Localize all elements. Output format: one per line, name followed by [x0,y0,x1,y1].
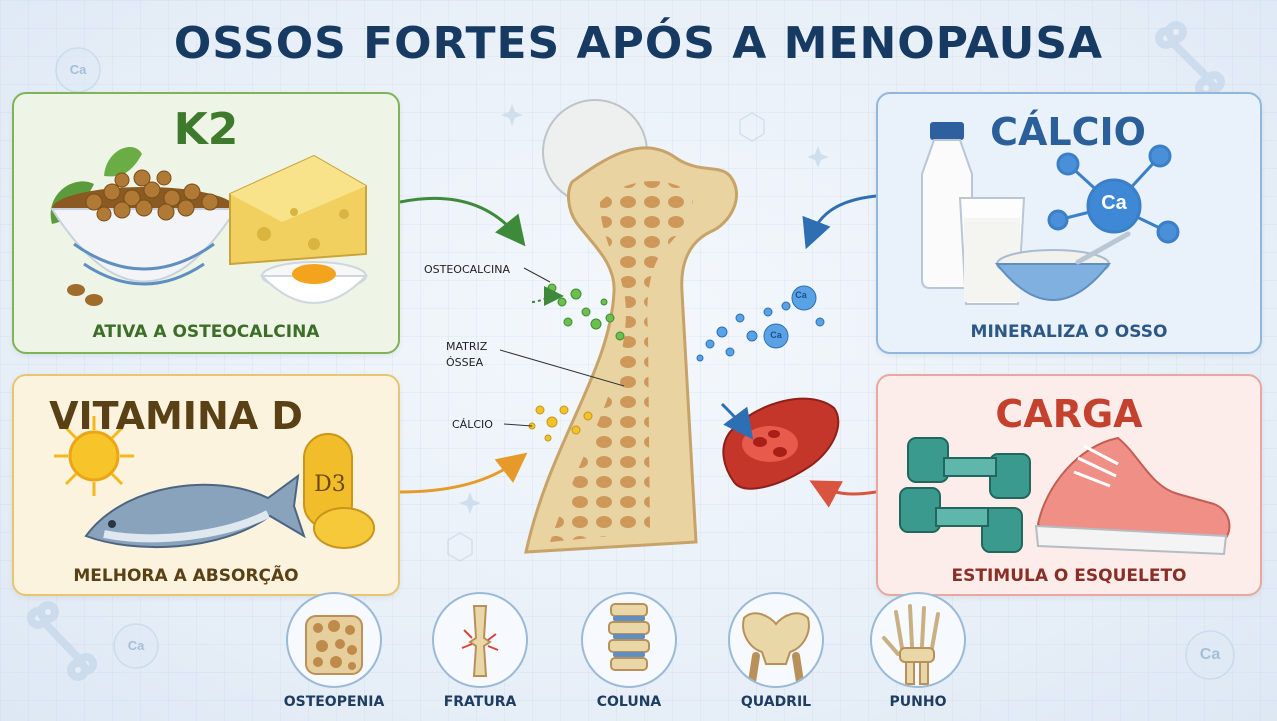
femur-bone-icon [524,99,738,554]
fractured-bone-icon [461,605,499,677]
calcium-molecule-label: Ca [1101,192,1127,214]
calcium-ion-particles [696,285,825,362]
vitamina-d-caption: MELHORA A ABSORÇÃO [73,566,299,586]
ca-bubble-icon [113,623,159,669]
spine-icon [608,603,650,671]
calcio-particles [528,405,593,442]
k2-caption: ATIVA A OSTEOCALCINA [92,322,320,342]
vitamina-d-panel: D3 VITAMINA D MELHORA A ABSORÇÃO [12,374,400,596]
sneaker-icon [1034,436,1231,556]
blood-vessel-icon [722,397,840,490]
k2-arrow [400,196,526,247]
porous-bone-icon [305,615,363,675]
osteocalcina-label: OSTEOCALCINA [424,263,510,276]
calcio-caption: MINERALIZA O OSSO [970,322,1168,342]
hand-wrist-icon [882,604,940,685]
bone-decor-icon [1155,21,1225,99]
condition-coluna: COLUNA [569,592,689,710]
vitamina-d-illustration [54,416,375,549]
matriz-ossea-label-line2: ÓSSEA [446,356,484,369]
molecule-decor-icon [447,112,765,562]
condition-label: PUNHO [889,694,947,710]
d3-capsule-icon [303,433,375,549]
condition-ring [286,592,382,688]
condition-osteopenia: OSTEOPENIA [274,592,394,710]
sparkle-icon [459,104,829,514]
natto-bowl-icon [50,169,238,306]
calcium-molecule-icon [1047,144,1180,244]
ca-bubble-label: Ca [127,638,145,653]
vitamina-d-title: VITAMINA D [49,394,303,438]
calcio-panel: Ca CÁLCIO MINERALIZA O OSSO [876,92,1262,354]
condition-ring [728,592,824,688]
sun-icon [54,416,134,496]
yogurt-bowl-icon [994,231,1131,301]
milk-glass-icon [958,197,1026,305]
condition-ring [432,592,528,688]
pelvis-icon [742,612,810,686]
calcium-ion-label: Ca [795,290,807,300]
calcio-foods-illustration [921,122,1180,305]
vitamina-d-arrow [400,452,528,494]
carga-arrow [809,480,876,508]
calcium-ion-label: Ca [770,330,782,340]
fish-icon [84,473,306,549]
condition-ring [870,592,966,688]
k2-title: K2 [173,104,239,155]
calcio-bone-label: CÁLCIO [452,418,493,431]
carga-caption: ESTIMULA O ESQUELETO [951,566,1187,586]
calcio-arrow [802,194,876,250]
condition-quadril: QUADRIL [716,592,836,710]
carga-title: CARGA [995,392,1143,436]
cheese-icon [229,154,367,266]
k2-panel: K2 ATIVA A OSTEOCALCINA [12,92,400,354]
d3-capsule-label: D3 [314,472,346,497]
condition-label: QUADRIL [740,694,812,710]
ca-bubble-icon [1185,630,1235,680]
calcio-title: CÁLCIO [990,110,1146,154]
carga-panel: CARGA ESTIMULA O ESQUELETO [876,374,1262,596]
page-title: OSSOS FORTES APÓS A MENOPAUSA [173,18,1104,69]
condition-label: FRATURA [443,694,517,710]
carga-illustration [899,436,1231,556]
dumbbell-icon [899,437,1031,553]
k2-foods-illustration [50,147,369,306]
condition-label: OSTEOPENIA [283,694,385,710]
condition-punho: PUNHO [858,592,978,710]
condition-label: COLUNA [596,694,662,710]
bone-decor-icon [27,601,97,681]
ca-bubble-label: Ca [69,62,87,77]
egg-yolk-bowl-icon [259,261,369,304]
condition-fratura: FRATURA [420,592,540,710]
condition-ring [581,592,677,688]
ca-bubble-label: Ca [1199,646,1221,663]
matriz-ossea-label-line1: MATRIZ [446,340,488,353]
bone-illustration [400,99,876,554]
